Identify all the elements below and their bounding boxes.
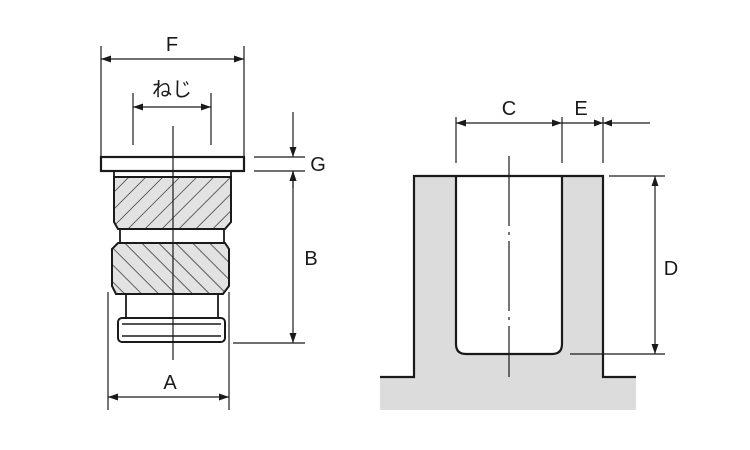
dimension-thread: [132, 93, 212, 145]
dimension-a: [107, 292, 230, 410]
dim-label-f: F: [166, 34, 178, 56]
dim-label-e: E: [574, 98, 587, 120]
insert-lower-neck: [125, 293, 219, 319]
dimension-e: [562, 117, 650, 163]
dimension-c: [455, 117, 563, 163]
insert-pilot: [117, 317, 226, 343]
insert-nut-view: [99, 126, 246, 360]
dim-label-c: C: [502, 98, 516, 120]
boss-section-view: [380, 156, 636, 410]
dim-label-g: G: [310, 154, 326, 176]
dimension-d: [570, 175, 665, 355]
dim-label-b: B: [304, 248, 317, 270]
dimension-b: [233, 171, 305, 344]
dim-label-d: D: [664, 258, 678, 280]
insert-groove: [119, 228, 225, 244]
dim-label-neji: ねじ: [152, 79, 192, 101]
dimension-f: [100, 46, 245, 156]
dim-label-a: A: [163, 372, 177, 394]
dimension-g: [254, 112, 305, 188]
boss-section: [380, 176, 636, 410]
